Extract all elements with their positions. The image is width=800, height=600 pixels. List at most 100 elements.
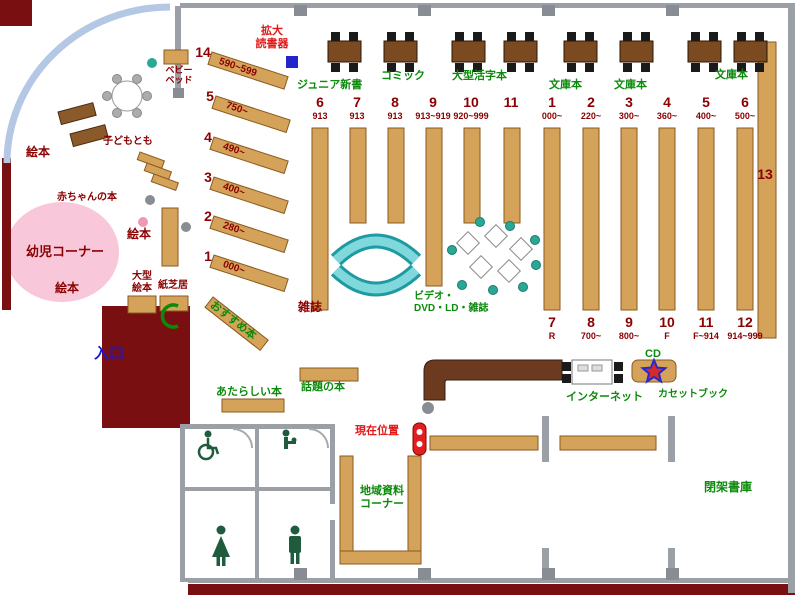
picture-books-label-3: 絵本 (55, 281, 80, 295)
shelf-range: 920~999 (453, 111, 489, 121)
shelf-num: 3 (204, 169, 212, 185)
bench-seating (330, 233, 422, 297)
shelf-range: F (664, 331, 670, 341)
bunko-label-3: 文庫本 (715, 69, 748, 81)
walls (175, 3, 795, 593)
video-line2: DVD・LD・雑誌 (414, 302, 489, 314)
toddler-zone-shape (5, 202, 119, 302)
magnifier-device-icon (286, 56, 298, 68)
shelf-num: 5 (702, 94, 710, 110)
large-picture-books-line2: 絵本 (132, 282, 152, 294)
shelf-num: 9 (625, 314, 633, 330)
shelf-num: 4 (663, 94, 671, 110)
shelf-range: 400~ (695, 111, 717, 121)
shelf-num: 1 (204, 248, 212, 264)
large-picture-books-label: 大型 絵本 (129, 271, 155, 294)
entrance-label: 入口 (94, 345, 125, 362)
shelf-num: 8 (391, 94, 399, 110)
cassette-book-label: カセットブック (658, 389, 728, 400)
women-toilet-icon (212, 525, 230, 566)
closed-stacks-label: 閉架書庫 (704, 480, 753, 494)
new-books-label: あたらしい本 (216, 386, 282, 398)
book-shelves (127, 41, 777, 565)
shelf-range: 220~ (580, 111, 602, 121)
internet-label: インターネット (566, 391, 643, 403)
shelf-num: 9 (429, 94, 437, 110)
shelf-range: F~914 (693, 331, 719, 341)
shelf-num: 1 (548, 94, 556, 110)
magnifier-line2: 読書器 (255, 37, 289, 50)
reading-tables (327, 32, 768, 72)
junior-shinsho-label: ジュニア新書 (297, 79, 363, 91)
comic-label: コミック (381, 70, 425, 82)
shelf-range: 913 (387, 111, 403, 121)
bunko-label-2: 文庫本 (614, 79, 647, 91)
bunko-label-1: 文庫本 (549, 79, 582, 91)
cd-label: CD (645, 348, 661, 360)
kamishibai-label: 紙芝居 (158, 280, 188, 291)
video-line1: ビデオ・ (414, 291, 454, 302)
topical-books-label: 話題の本 (301, 381, 345, 393)
shelf-range: 300~ (618, 111, 640, 121)
shelf-num: 11 (698, 314, 714, 330)
shelf-range: 000~ (541, 111, 563, 121)
shelf-num: 7 (353, 94, 361, 110)
local-materials-line2: コーナー (360, 497, 404, 510)
kids-tables (57, 102, 109, 148)
shelf-range: 700~ (580, 331, 602, 341)
shelf-range: R (548, 331, 556, 341)
large-print-label: 大型活字本 (452, 70, 507, 82)
shelf-range: 913 (349, 111, 365, 121)
shelf-range: 913 (312, 111, 328, 121)
pillars (145, 5, 679, 580)
shelf-num: 10 (463, 94, 479, 110)
shelf-num: 3 (625, 94, 633, 110)
picture-books-label-1: 絵本 (26, 145, 51, 159)
shelf-num: 6 (741, 94, 749, 110)
baby-bed-label: ベビー ベッド (162, 65, 196, 86)
group-study-tables (447, 217, 541, 295)
shelf-num: 5 (206, 88, 214, 104)
shelf-num: 6 (316, 94, 324, 110)
pink-stool (138, 217, 148, 227)
baby-books-label: 赤ちゃんの本 (57, 192, 117, 203)
picture-books-label-2: 絵本 (127, 227, 152, 241)
shelf-num: 7 (548, 314, 556, 330)
wall-shelf-num: 13 (757, 166, 773, 182)
shelf-num: 10 (659, 314, 675, 330)
magnifier-label: 拡大 読書器 (248, 25, 296, 50)
door-arcs (232, 428, 329, 449)
shelf-num: 2 (587, 94, 595, 110)
service-counter (423, 359, 563, 401)
toddler-corner-label: 幼児コーナー (26, 244, 105, 259)
kodomo-no-tomo-label: 子どもとも (103, 136, 153, 147)
baby-bed-line1: ベビー (165, 65, 193, 75)
magazines-label: 雑誌 (298, 300, 323, 314)
current-location-marker (412, 422, 427, 456)
shelf-num: 4 (204, 129, 212, 145)
shelf-num: 2 (204, 208, 212, 224)
shelf-range: 913~919 (415, 111, 451, 121)
video-label: ビデオ・ DVD・LD・雑誌 (414, 291, 488, 314)
large-picture-books-line1: 大型 (132, 271, 152, 282)
men-toilet-icon (289, 525, 301, 564)
shelf-num: 8 (587, 314, 595, 330)
cd-star-icon (640, 357, 668, 384)
baby-bed-line2: ベッド (165, 75, 193, 86)
wheelchair-icon (197, 430, 220, 461)
shelf-range: 800~ (618, 331, 640, 341)
baby-changing-icon (282, 429, 297, 449)
kids-round-table (102, 58, 157, 118)
local-materials-line1: 地域資料 (360, 485, 404, 497)
internet-table (562, 359, 623, 385)
shelf-num: 14 (195, 44, 211, 60)
kids-seat-icon (160, 303, 179, 329)
shelf-num: 11 (503, 94, 519, 110)
magnifier-line1: 拡大 (261, 25, 283, 37)
current-location-label: 現在位置 (355, 425, 399, 437)
shelf-range: 500~ (734, 111, 756, 121)
shelf-range: 914~999 (727, 331, 763, 341)
local-materials-label: 地域資料 コーナー (350, 485, 414, 510)
